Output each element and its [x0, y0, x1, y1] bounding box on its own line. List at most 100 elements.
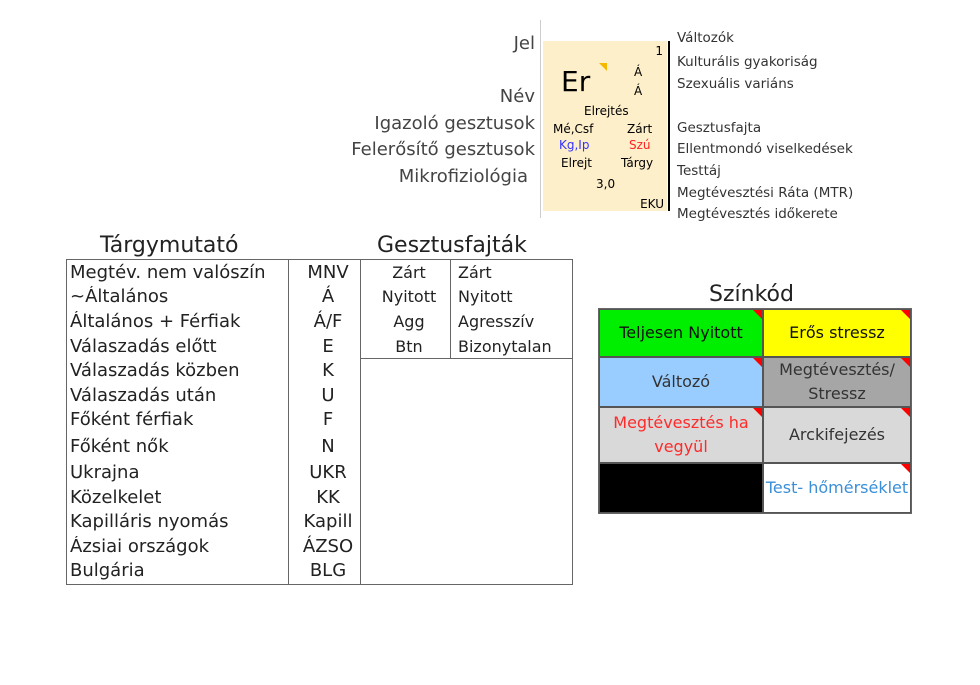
- gesture-long: Nyitott: [458, 287, 513, 307]
- index-name: Válaszadás közben: [70, 360, 240, 382]
- index-title: Tárgymutató: [100, 233, 239, 258]
- color-cell: Arckifejezés: [763, 407, 911, 463]
- label-jel: Jel: [513, 33, 535, 54]
- index-abbr: Á: [321, 286, 335, 308]
- index-name: Bulgária: [70, 560, 145, 582]
- right-label: Megtévesztés időkerete: [677, 206, 838, 222]
- color-cell-label: Változó: [651, 372, 711, 391]
- sample-card: 1 Er Á Á Elrejtés Mé,Csf Zárt Kg,Ip Szú …: [543, 41, 667, 211]
- table-row: ~Általános Á Nyitott Nyitott: [67, 285, 572, 310]
- card-body: Tárgy: [621, 156, 654, 170]
- comment-marker-icon: [753, 358, 762, 367]
- gesture-short: Nyitott: [381, 287, 437, 307]
- comment-marker-icon: [753, 408, 762, 417]
- comment-marker-icon: [753, 310, 762, 319]
- card-gesture: Zárt: [627, 122, 653, 136]
- card-confirm: Mé,Csf: [553, 122, 594, 136]
- gesture-long: Agresszív: [458, 311, 535, 331]
- color-cell-label: Megtévesztés/ Stressz: [779, 360, 895, 403]
- card-rate: 3,0: [596, 177, 616, 191]
- index-abbr: BLG: [309, 560, 347, 582]
- right-label: Testtáj: [677, 163, 721, 179]
- table-row: Válaszadás után U: [67, 383, 572, 408]
- index-abbr: K: [322, 360, 334, 382]
- index-name: Főként nők: [70, 435, 169, 457]
- color-cell: [599, 463, 763, 513]
- index-abbr: Á/F: [313, 310, 343, 332]
- index-abbr: UKR: [309, 461, 347, 483]
- index-abbr: Kapill: [303, 511, 353, 533]
- table-row: Főként nők N: [67, 432, 572, 460]
- index-name: Válaszadás előtt: [70, 335, 217, 357]
- color-cell-label: Erős stressz: [789, 323, 885, 342]
- gesture-short: Agg: [393, 311, 425, 331]
- card-number: 1: [655, 44, 663, 58]
- index-name: Ázsiai országok: [70, 535, 210, 557]
- right-label: Ellentmondó viselkedések: [677, 141, 853, 157]
- right-label: Változók: [677, 30, 734, 46]
- right-label: Gesztusfajta: [677, 120, 762, 136]
- right-label: Megtévesztési Ráta (MTR): [677, 185, 854, 201]
- table-row: Főként férfiak F: [67, 408, 572, 433]
- color-cell-label: Arckifejezés: [788, 425, 886, 444]
- index-name: Közelkelet: [70, 486, 162, 508]
- card-a1: Á: [634, 65, 643, 79]
- gesture-short: Btn: [395, 336, 423, 356]
- color-cell: Test- hőmérséklet: [763, 463, 911, 513]
- gesture-short: Zárt: [392, 262, 426, 282]
- color-cell-label: Test- hőmérséklet: [765, 478, 909, 497]
- divider: [540, 20, 541, 218]
- comment-marker-icon: [901, 408, 910, 417]
- table-row: Ukrajna UKR: [67, 460, 572, 485]
- index-abbr: N: [321, 435, 335, 457]
- table-row: Bulgária BLG: [67, 559, 572, 584]
- index-abbr: E: [322, 335, 334, 357]
- label-igazolo: Igazoló gesztusok: [374, 113, 535, 134]
- table-row: Válaszadás közben K: [67, 358, 572, 383]
- color-cell: Erős stressz: [763, 309, 911, 357]
- gesture-long: Bizonytalan: [458, 336, 552, 356]
- index-name: Általános + Férfiak: [70, 310, 241, 332]
- label-nev: Név: [499, 86, 535, 107]
- label-felerosito: Felerősítő gesztusok: [351, 139, 535, 160]
- index-abbr: ÁZSO: [302, 535, 354, 557]
- index-abbr: MNV: [307, 261, 349, 283]
- index-abbr: U: [321, 384, 335, 406]
- table-row: Általános + Férfiak Á/F Agg Agresszív: [67, 309, 572, 334]
- card-name: Elrejtés: [584, 104, 629, 118]
- card-time: EKU: [640, 197, 664, 211]
- gestures-title: Gesztusfajták: [377, 233, 527, 258]
- color-cell: Teljesen Nyitott: [599, 309, 763, 357]
- gesture-long: Zárt: [458, 262, 492, 282]
- index-abbr: F: [322, 409, 334, 431]
- card-symbol: Er: [561, 65, 591, 98]
- index-name: Ukrajna: [70, 461, 140, 483]
- label-mikro: Mikrofiziológia: [398, 166, 528, 187]
- comment-marker-icon: [901, 310, 910, 319]
- table-row: Kapilláris nyomás Kapill: [67, 509, 572, 534]
- card-edge: [668, 41, 670, 211]
- card-contradict: Szú: [629, 138, 651, 152]
- color-cell: Megtévesztés ha vegyül: [599, 407, 763, 463]
- index-name: Főként férfiak: [70, 409, 194, 431]
- index-abbr: KK: [316, 486, 340, 508]
- comment-marker-icon: [901, 358, 910, 367]
- right-label: Kulturális gyakoriság: [677, 54, 818, 70]
- index-name: ~Általános: [70, 286, 169, 308]
- colors-title: Színkód: [709, 282, 794, 307]
- color-cell-label: Megtévesztés ha vegyül: [613, 413, 749, 456]
- corner-marker-icon: [599, 63, 607, 71]
- color-cell: Változó: [599, 357, 763, 407]
- card-a2: Á: [634, 84, 643, 98]
- index-name: Kapilláris nyomás: [70, 511, 229, 533]
- index-name: Válaszadás után: [70, 384, 217, 406]
- table-row: Közelkelet KK: [67, 485, 572, 510]
- card-enhance: Kg,Ip: [559, 138, 590, 152]
- color-cell-label: Teljesen Nyitott: [619, 323, 743, 342]
- comment-marker-icon: [901, 464, 910, 473]
- table-row: Ázsiai országok ÁZSO: [67, 534, 572, 559]
